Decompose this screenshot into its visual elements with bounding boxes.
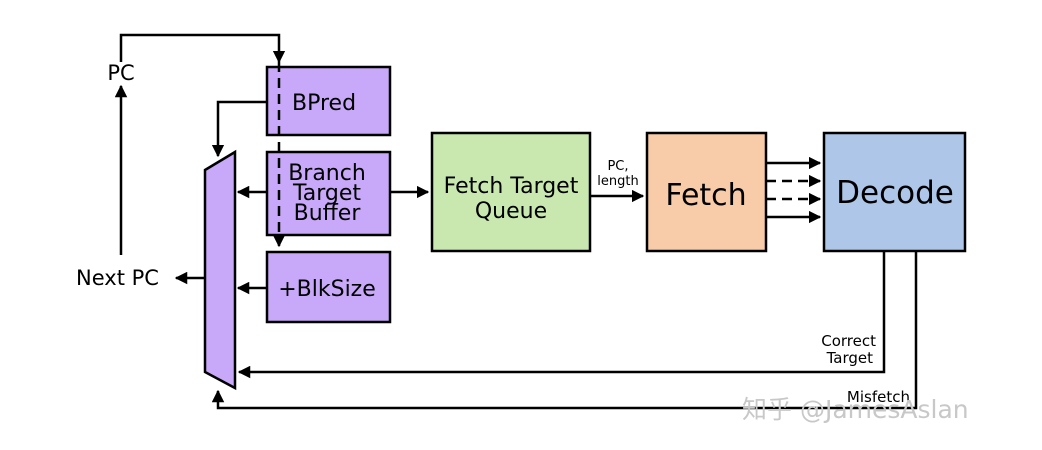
decode-label: Decode bbox=[836, 175, 954, 211]
blksize-block bbox=[265, 250, 392, 324]
pc-label: PC bbox=[107, 61, 134, 85]
pc-length-label-line1: PC, bbox=[607, 159, 628, 174]
fetch-block bbox=[645, 131, 768, 253]
ftq-label-line1: Fetch Target bbox=[444, 174, 579, 199]
pc-length-label-line2: length bbox=[597, 174, 638, 189]
btb-label-line2: Target bbox=[292, 181, 361, 206]
misfetch-label: Misfetch bbox=[847, 388, 910, 406]
pc-to-bpred-wire bbox=[119, 33, 286, 64]
btb-label-line1: Branch bbox=[288, 161, 366, 186]
correct-target-label-line2: Target bbox=[826, 349, 874, 367]
bpred-label: BPred bbox=[292, 91, 356, 116]
misfetch-feedback-wire bbox=[211, 251, 918, 410]
fetch-label: Fetch bbox=[665, 178, 746, 213]
fetch-target-queue-block bbox=[430, 131, 592, 253]
correct-target-label-line1: Correct bbox=[821, 332, 876, 350]
next-pc-mux bbox=[203, 149, 237, 391]
btb-block bbox=[265, 150, 392, 237]
bpred-to-mux-wire bbox=[211, 100, 267, 158]
ftq-label-line2: Queue bbox=[475, 199, 547, 224]
watermark: 知乎 @JamesAslan bbox=[742, 395, 969, 424]
next-pc-label: Next PC bbox=[76, 266, 159, 290]
btb-label-line3: Buffer bbox=[294, 201, 362, 226]
correct-target-feedback-wire bbox=[237, 251, 886, 379]
blksize-label: +BlkSize bbox=[278, 277, 376, 302]
decode-block bbox=[822, 131, 967, 253]
